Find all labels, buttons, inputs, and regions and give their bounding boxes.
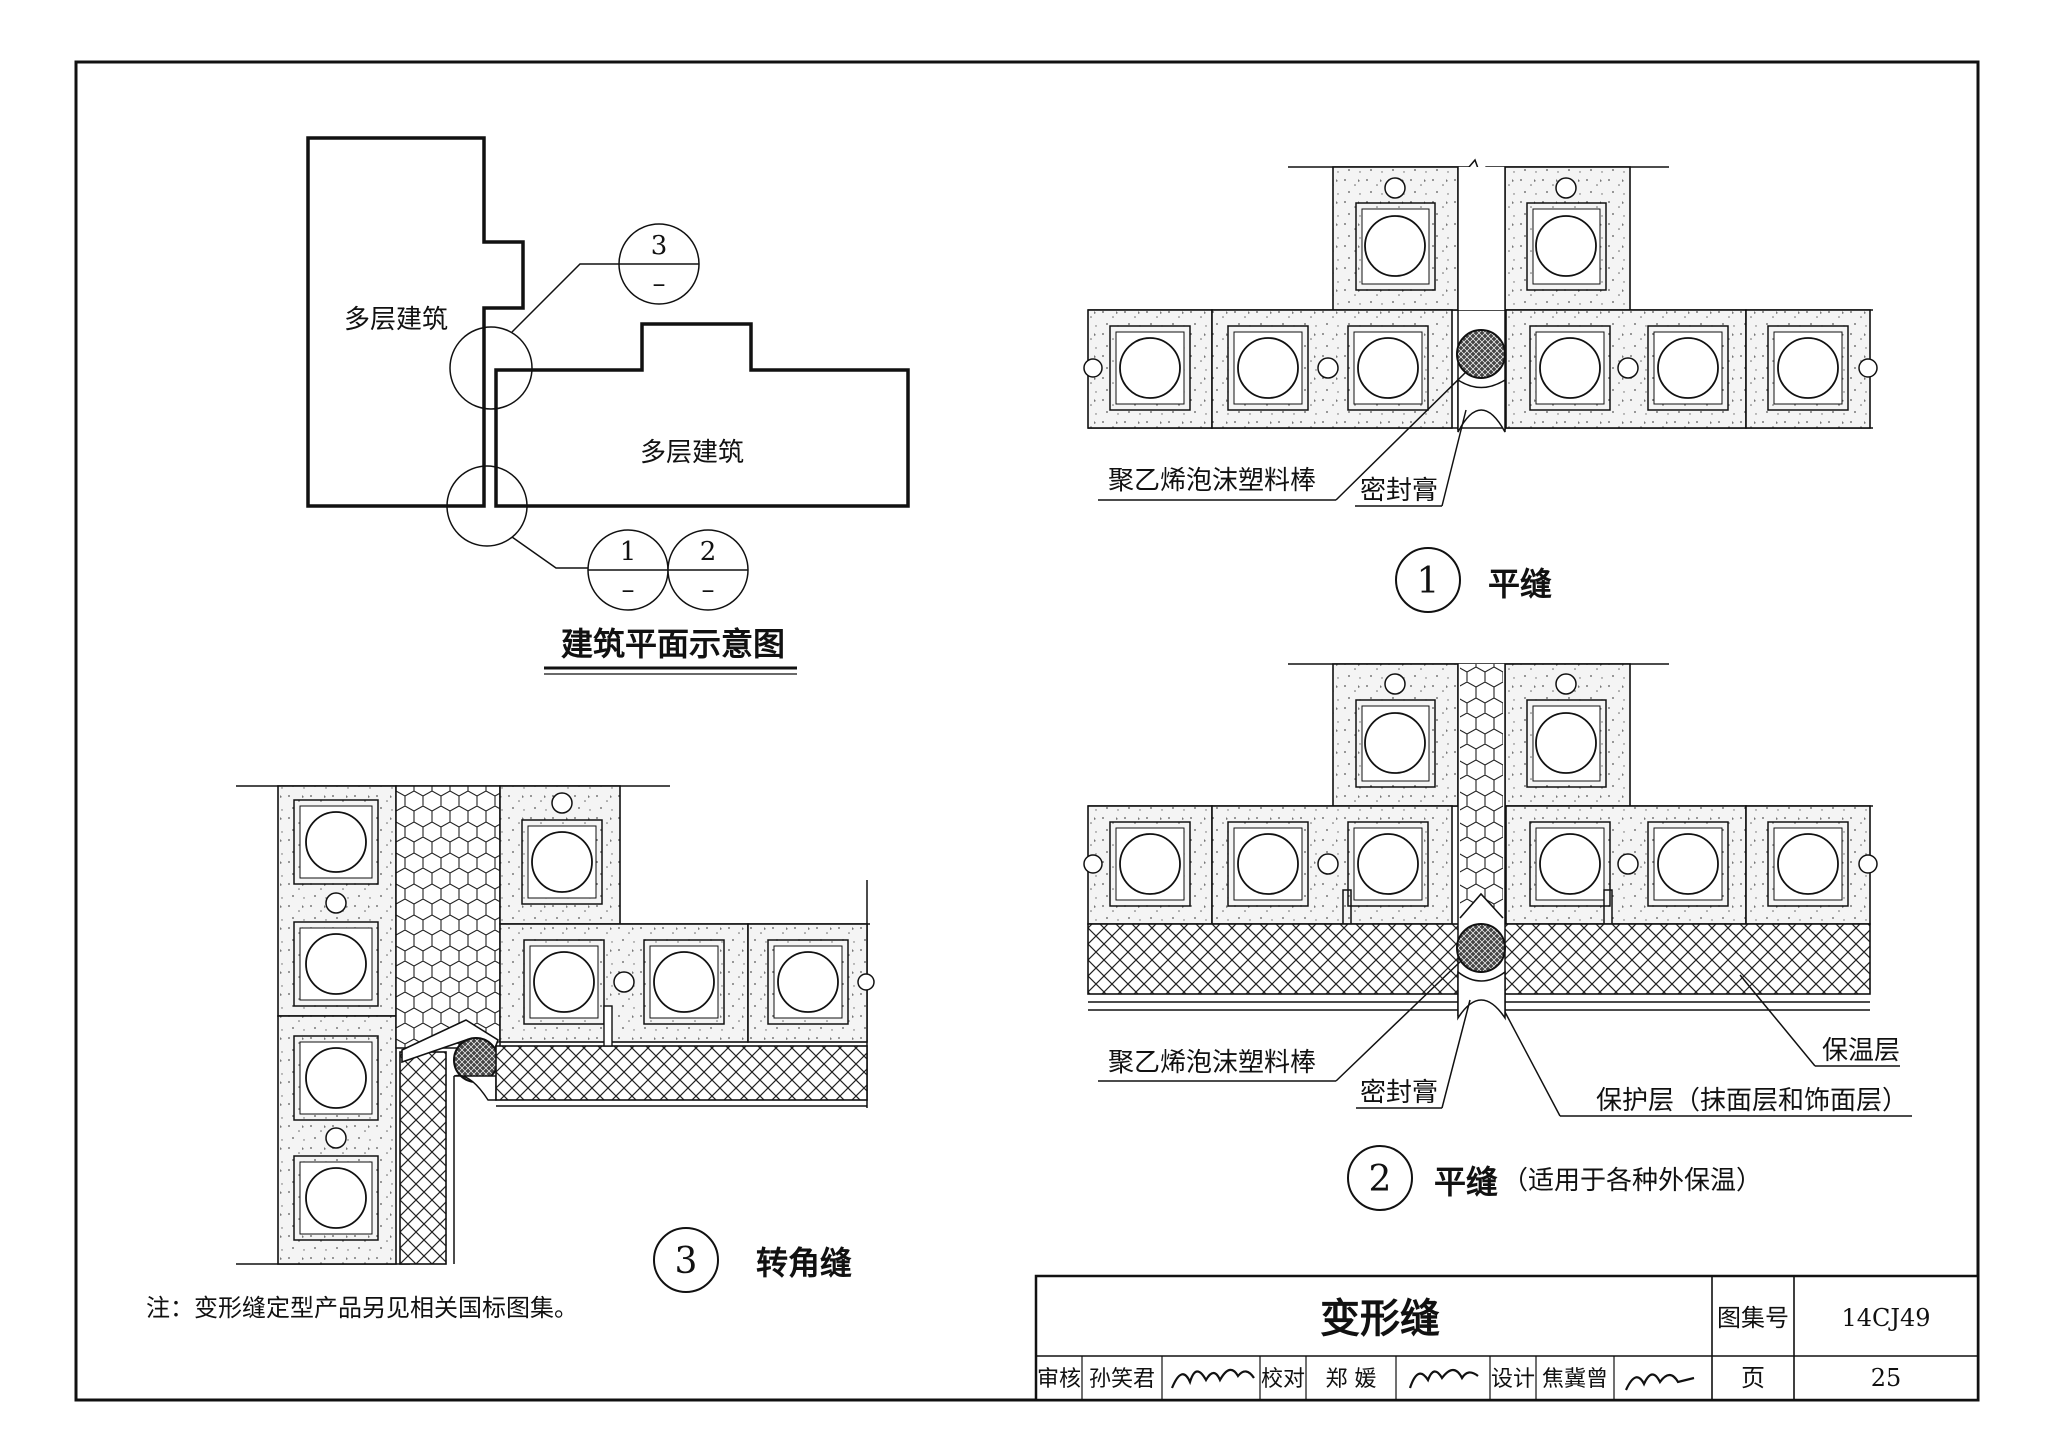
detail-2-subtitle: （适用于各种外保温） (1502, 1166, 1762, 1196)
reviewer-name: 孙笑君 (1089, 1367, 1155, 1392)
reviewer-signature (1170, 1368, 1255, 1389)
reference-bubble-1: 1 – (587, 529, 669, 611)
upper-block-near-joint (499, 785, 621, 925)
drawing-title: 变形缝 (1320, 1295, 1440, 1342)
check-label: 校对 (1261, 1367, 1305, 1392)
checker-name: 郑 媛 (1326, 1367, 1377, 1392)
joint-cover-bead (1459, 892, 1504, 919)
callout-sealant-2: 密封膏 (1360, 1078, 1438, 1108)
sheet-border (74, 60, 1980, 1402)
ref-1-number: 1 (620, 537, 637, 567)
building-b-outline (494, 322, 910, 508)
atlas-number: 14CJ49 (1841, 1304, 1930, 1332)
sealant-3 (453, 1074, 497, 1101)
joint-filler-2 (1460, 664, 1503, 914)
design-label: 设计 (1491, 1367, 1535, 1392)
ref-2-number: 2 (700, 537, 717, 567)
designer-name: 焦冀曾 (1542, 1367, 1608, 1392)
callout-foam-rod-1: 聚乙烯泡沫塑料棒 (1108, 466, 1316, 496)
ref-2-sheet: – (702, 575, 715, 605)
building-a-outline (306, 136, 525, 508)
leader-line-bottom (511, 536, 588, 569)
detail-1-title: 平缝 (1488, 565, 1552, 603)
callout-foam-rod-2: 聚乙烯泡沫塑料棒 (1108, 1048, 1316, 1078)
detail-3-title: 转角缝 (756, 1244, 852, 1282)
detail-3-number: 3 (675, 1241, 698, 1282)
detail-2-flat-joint-external-insulation: 聚乙烯泡沫塑料棒 密封膏 保温层 保护层（抹面层和饰面层） 2 平缝 （适用于各… (1083, 663, 1912, 1211)
building-plan-diagram: 多层建筑 多层建筑 3 – 1 – 2 – 建筑平面示意图 (306, 136, 910, 675)
block-upper-left (1332, 166, 1459, 311)
block2-row (1083, 805, 1878, 925)
detail-locator-circle-top (449, 326, 533, 410)
joint-gap-1 (1458, 167, 1505, 310)
detail-1-flat-joint: 聚乙烯泡沫塑料棒 密封膏 1 平缝 (1083, 158, 1878, 613)
atlas-label: 图集号 (1717, 1304, 1789, 1332)
title-block: 变形缝 图集号 14CJ49 页 25 审核 孙笑君 校对 郑 媛 设计 焦冀曾 (1034, 1274, 1980, 1402)
callout-protective-layer: 保护层（抹面层和饰面层） (1596, 1086, 1908, 1116)
building-a-label: 多层建筑 (344, 305, 448, 335)
general-note: 注：变形缝定型产品另见相关国标图集。 (146, 1294, 578, 1322)
review-label: 审核 (1037, 1367, 1081, 1392)
detail-3-corner-joint: 3 转角缝 (236, 785, 875, 1293)
foam-rod-1 (1456, 329, 1506, 379)
detail-1-number-circle (1395, 547, 1461, 613)
leader-line-top (511, 263, 620, 333)
foam-rod-2 (1456, 923, 1506, 973)
designer-signature (1624, 1373, 1695, 1391)
reference-bubble-2: 2 – (667, 529, 749, 611)
block-row-left (1083, 309, 1453, 429)
page-number: 25 (1871, 1364, 1902, 1392)
vertical-insulation (399, 1051, 447, 1265)
callout-insulation: 保温层 (1822, 1036, 1900, 1066)
detail-2-number-circle (1347, 1145, 1413, 1211)
detail-2-number: 2 (1369, 1159, 1392, 1200)
detail-1-number: 1 (1417, 561, 1440, 602)
plan-title: 建筑平面示意图 (561, 625, 785, 663)
reference-bubble-3: 3 – (618, 223, 700, 305)
ref-3-sheet: – (653, 269, 666, 299)
block2-upper-left (1332, 663, 1459, 807)
corner-joint-filler (395, 785, 501, 1049)
ref-3-number: 3 (651, 231, 668, 261)
detail-locator-circle-bottom (446, 465, 528, 547)
block-upper-right (1504, 166, 1631, 311)
block2-upper-right (1504, 663, 1631, 807)
callout-sealant-1: 密封膏 (1360, 476, 1438, 506)
ref-1-sheet: – (622, 575, 635, 605)
detail-3-number-circle (653, 1227, 719, 1293)
sealant-2 (1457, 970, 1506, 1021)
sealant-1 (1457, 378, 1506, 433)
corner-anchor (603, 1005, 613, 1047)
vertical-block-column (277, 785, 397, 1265)
building-b-label: 多层建筑 (640, 438, 744, 468)
horizontal-block-row (499, 923, 875, 1043)
checker-signature (1408, 1368, 1479, 1389)
page-label: 页 (1741, 1364, 1765, 1392)
detail-2-title: 平缝 (1434, 1163, 1498, 1201)
horizontal-insulation (495, 1045, 868, 1101)
block-row-right (1505, 309, 1878, 429)
